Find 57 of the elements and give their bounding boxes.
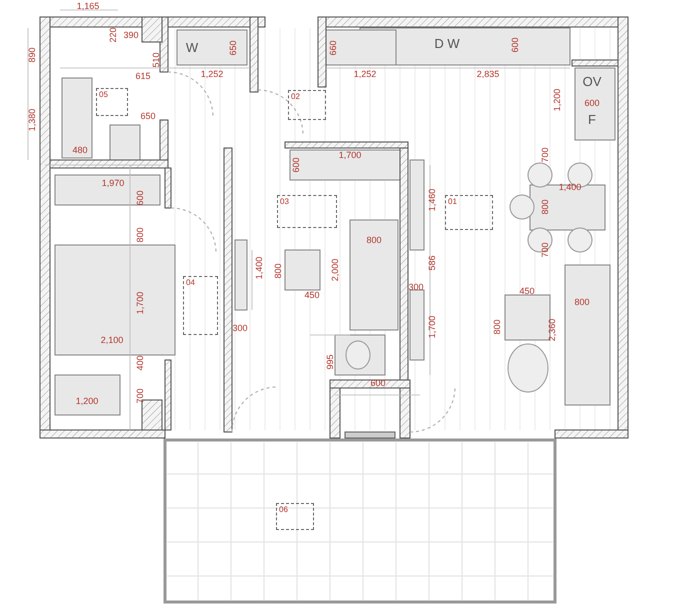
room-tag: 01 [445, 195, 493, 230]
room-tag: 06 [276, 503, 314, 530]
dimension-label: 600 [370, 378, 386, 388]
dimension-label: 600 [510, 37, 520, 53]
dimension-label: 800 [135, 227, 145, 243]
room-tag: 02 [288, 90, 326, 120]
dimension-label: 1,252 [354, 69, 376, 79]
dimension-label: 615 [135, 71, 151, 81]
dimension-label: 450 [519, 286, 535, 296]
dimension-label: 1,165 [76, 1, 100, 11]
dimension-label: 600 [291, 157, 301, 173]
dimension-label: 700 [540, 147, 550, 163]
dimension-label: 1,400 [254, 256, 264, 280]
dimension-label: 1,200 [552, 88, 562, 112]
dimension-label: 1,700 [338, 150, 362, 160]
dimension-label: 800 [540, 199, 550, 215]
dimension-label: 1,970 [102, 178, 124, 188]
dimension-label: 650 [228, 40, 238, 56]
dimension-label: 800 [492, 319, 502, 335]
dimension-label: 1,700 [427, 316, 437, 338]
dimension-label: 660 [328, 40, 338, 56]
dimension-label: 450 [304, 290, 320, 300]
dimension-label: 390 [123, 30, 139, 40]
appliance-label: D W [434, 39, 460, 49]
dimension-label: 650 [140, 111, 156, 121]
dimension-label: 480 [72, 145, 88, 155]
dimension-label: 586 [427, 255, 437, 271]
dimension-label: 700 [540, 242, 550, 258]
dimension-label: 2,100 [100, 335, 124, 345]
dimension-label: 800 [574, 297, 590, 307]
dimension-label: 1,400 [558, 182, 582, 192]
dimension-label: 1,380 [27, 108, 37, 132]
room-tag: 03 [277, 195, 337, 228]
appliance-label: F [588, 115, 596, 125]
dimension-label: 1,700 [135, 292, 145, 314]
appliance-label: W [186, 43, 198, 53]
dimension-label: 995 [325, 354, 335, 370]
dimension-label: 300 [232, 323, 248, 333]
dimension-label: 600 [584, 98, 600, 108]
dimension-label: 2,000 [330, 258, 340, 282]
dimension-label: 600 [135, 190, 145, 206]
room-tag: 05 [96, 88, 128, 116]
dimension-label: 1,460 [427, 188, 437, 212]
dimension-label: 800 [366, 235, 382, 245]
dimension-label: 800 [273, 263, 283, 279]
dimension-label: 1,252 [200, 69, 224, 79]
dimension-label: 890 [27, 47, 37, 63]
dimension-label: 2,835 [476, 69, 500, 79]
dimension-label: 400 [135, 355, 145, 371]
appliance-label: OV [582, 77, 602, 87]
dimension-label: 300 [408, 282, 424, 292]
dimension-label: 700 [135, 388, 145, 404]
dimension-label: 1,200 [76, 396, 98, 406]
dimension-label: 220 [108, 27, 118, 43]
room-tag: 04 [183, 276, 218, 335]
dimension-label: 510 [151, 52, 161, 68]
dimension-label: 2,360 [547, 318, 557, 342]
